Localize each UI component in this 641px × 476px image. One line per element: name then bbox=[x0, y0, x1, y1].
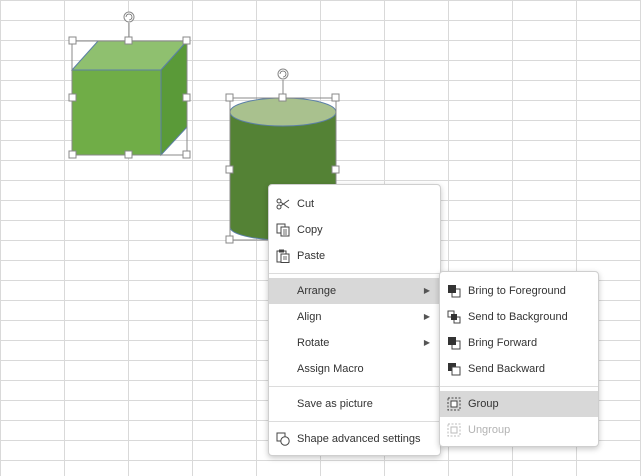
menu-item-send-backward[interactable]: Send Backward bbox=[440, 356, 598, 382]
menu-item-group[interactable]: Group bbox=[440, 391, 598, 417]
paste-icon bbox=[276, 249, 290, 263]
send-to-background-icon bbox=[447, 310, 461, 324]
menu-item-send-to-background[interactable]: Send to Background bbox=[440, 304, 598, 330]
menu-item-ungroup[interactable]: Ungroup bbox=[440, 417, 598, 443]
menu-item-label: Paste bbox=[297, 250, 326, 262]
menu-item-label: Align bbox=[297, 311, 322, 323]
menu-item-copy[interactable]: Copy bbox=[269, 217, 440, 243]
menu-item-label: Save as picture bbox=[297, 398, 373, 410]
menu-item-save-as-picture[interactable]: Save as picture bbox=[269, 391, 440, 417]
menu-item-label: Ungroup bbox=[468, 424, 511, 436]
menu-item-label: Send Backward bbox=[468, 363, 546, 375]
context-menu: Cut Copy Paste Arrange bbox=[268, 184, 441, 456]
menu-item-arrange[interactable]: Arrange ▶ bbox=[269, 278, 440, 304]
submenu-arrow-icon: ▶ bbox=[423, 312, 430, 321]
cube-shape[interactable] bbox=[62, 5, 202, 165]
arrange-submenu: Bring to Foreground Send to Background B… bbox=[439, 271, 599, 447]
menu-item-align[interactable]: Align ▶ bbox=[269, 304, 440, 330]
resize-handles[interactable] bbox=[225, 93, 340, 244]
menu-item-assign-macro[interactable]: Assign Macro bbox=[269, 356, 440, 382]
menu-item-rotate[interactable]: Rotate ▶ bbox=[269, 330, 440, 356]
menu-item-cut[interactable]: Cut bbox=[269, 191, 440, 217]
menu-item-bring-to-foreground[interactable]: Bring to Foreground bbox=[440, 278, 598, 304]
bring-to-foreground-icon bbox=[448, 285, 461, 298]
cube-front-face bbox=[71, 69, 162, 156]
scissors-icon bbox=[276, 198, 290, 210]
menu-divider bbox=[269, 386, 440, 387]
bring-forward-icon bbox=[448, 337, 461, 350]
menu-item-label: Arrange bbox=[297, 285, 337, 297]
group-icon bbox=[447, 397, 461, 411]
submenu-arrow-icon: ▶ bbox=[423, 286, 430, 295]
menu-item-label: Bring Forward bbox=[468, 337, 538, 349]
menu-divider bbox=[269, 421, 440, 422]
ungroup-icon bbox=[447, 423, 461, 437]
menu-item-label: Send to Background bbox=[468, 311, 568, 323]
menu-item-label: Assign Macro bbox=[297, 363, 364, 375]
menu-item-label: Cut bbox=[297, 198, 315, 210]
menu-item-shape-advanced-settings[interactable]: Shape advanced settings bbox=[269, 426, 440, 452]
menu-item-label: Group bbox=[468, 398, 499, 410]
send-backward-icon bbox=[448, 363, 461, 376]
menu-item-bring-forward[interactable]: Bring Forward bbox=[440, 330, 598, 356]
menu-item-label: Copy bbox=[297, 224, 323, 236]
submenu-arrow-icon: ▶ bbox=[423, 338, 430, 347]
rotate-handle[interactable] bbox=[123, 11, 135, 23]
rotate-handle[interactable] bbox=[277, 68, 289, 80]
resize-handles[interactable] bbox=[68, 36, 191, 159]
menu-item-label: Shape advanced settings bbox=[297, 433, 421, 445]
copy-icon bbox=[276, 223, 290, 237]
menu-item-label: Rotate bbox=[297, 337, 330, 349]
shape-settings-icon bbox=[276, 432, 290, 446]
menu-divider bbox=[440, 386, 598, 387]
cylinder-top bbox=[229, 97, 337, 127]
menu-divider bbox=[269, 273, 440, 274]
menu-item-paste[interactable]: Paste bbox=[269, 243, 440, 269]
menu-item-label: Bring to Foreground bbox=[468, 285, 566, 297]
